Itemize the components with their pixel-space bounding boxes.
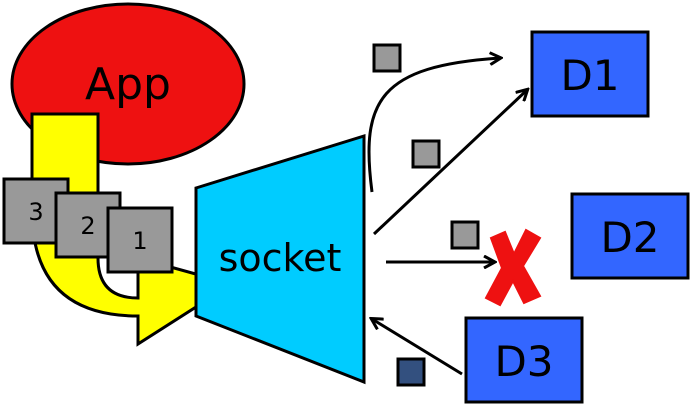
receive-arrow [372, 319, 463, 376]
destination-d2: D2 [570, 192, 690, 280]
socket-label: socket [219, 236, 342, 280]
destination-d1-label: D1 [560, 51, 619, 100]
send-arrow-straight [372, 90, 527, 236]
send-arrow-curved [367, 58, 500, 193]
packet-in-flight-1 [372, 43, 402, 73]
packet-3-label: 3 [28, 198, 43, 226]
packet-incoming [396, 357, 426, 387]
packet-2-label: 2 [80, 212, 95, 240]
packet-3: 3 [2, 177, 70, 245]
destination-d3-label: D3 [494, 337, 553, 386]
drop-x-icon [484, 228, 542, 307]
packet-1-label: 1 [132, 227, 147, 255]
packet-dropped [450, 220, 480, 250]
data-flow-arrow [30, 112, 236, 347]
app-label: App [85, 59, 171, 110]
destination-d1: D1 [530, 30, 650, 118]
packet-1: 1 [106, 206, 174, 274]
packet-in-flight-2 [411, 139, 441, 169]
destination-d2-label: D2 [600, 213, 659, 262]
socket-node: socket [194, 133, 366, 385]
destination-d3: D3 [464, 316, 584, 404]
